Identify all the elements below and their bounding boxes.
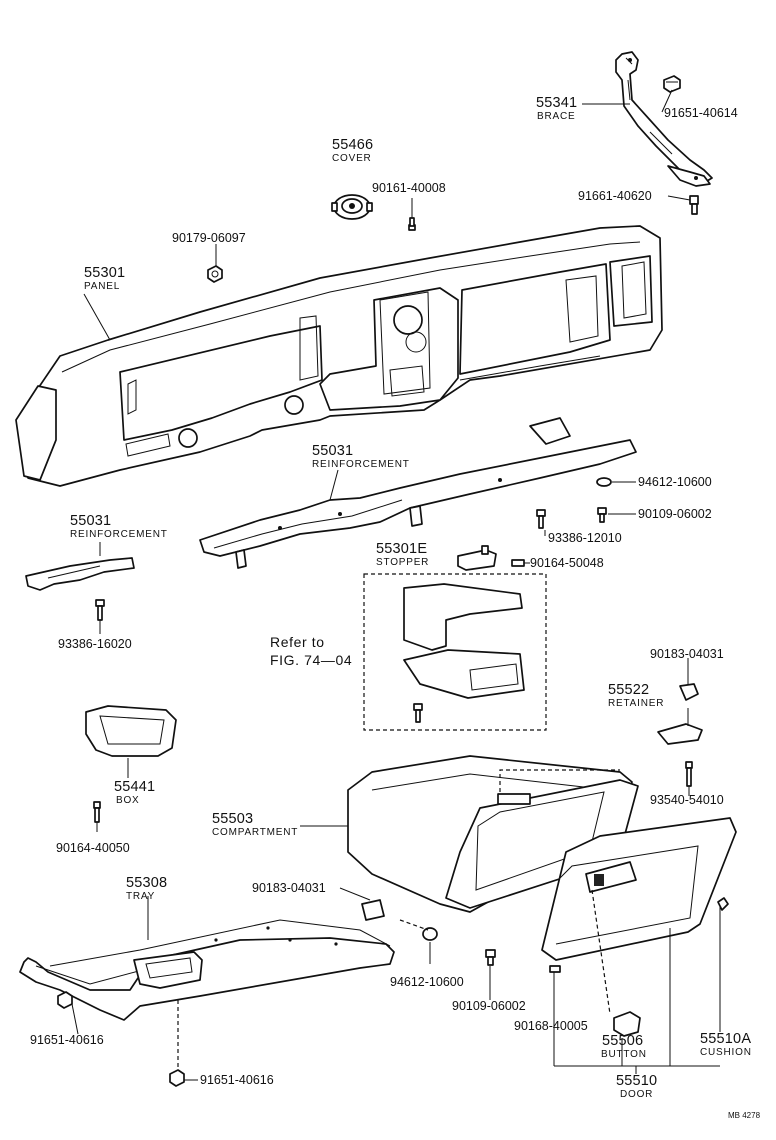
part-90183-04031-b-number: 90183-04031 <box>252 881 326 895</box>
part-55441-name: BOX <box>116 795 140 806</box>
leader-lines <box>71 89 721 1081</box>
part-55466-number: 55466 <box>332 137 374 153</box>
part-90164-40050-number: 90164-40050 <box>56 841 130 855</box>
reinforcement-small-drawing <box>25 557 135 591</box>
bolt-90109-06002-a-drawing <box>597 507 607 523</box>
part-55510-name: DOOR <box>620 1089 654 1100</box>
screw-90161-40008-drawing <box>408 217 416 231</box>
retainer-drawing <box>657 683 703 745</box>
part-90164-50048-number: 90164-50048 <box>530 556 604 570</box>
bolt-93540-54010-drawing <box>685 761 693 787</box>
panel-drawing <box>15 225 663 487</box>
part-55031-small-name: REINFORCEMENT <box>70 529 168 540</box>
part-55510a-name: CUSHION <box>700 1047 752 1058</box>
part-90179-06097-number: 90179-06097 <box>172 231 246 245</box>
part-55510a-number: 55510A <box>700 1031 752 1047</box>
part-55301-name: PANEL <box>84 281 121 292</box>
refer-line-2: FIG. 74—04 <box>270 652 353 668</box>
footer-code: MB 4278 <box>728 1111 761 1120</box>
screw-90168-40005-drawing <box>549 965 561 973</box>
stopper-drawing <box>457 545 497 571</box>
bolt-91651-40614-drawing <box>663 75 681 93</box>
screw-90164-40050-drawing <box>93 801 101 823</box>
refer-line-1: Refer to <box>270 634 325 650</box>
screw-90164-50048-drawing <box>511 559 525 567</box>
part-55341-number: 55341 <box>536 95 578 111</box>
part-55522-number: 55522 <box>608 682 650 698</box>
box-drawing <box>85 705 177 757</box>
bolt-90109-06002-b-drawing <box>485 949 496 966</box>
part-55506-number: 55506 <box>602 1033 644 1049</box>
part-55341-name: BRACE <box>537 111 576 122</box>
part-90183-04031-number: 90183-04031 <box>650 647 724 661</box>
tray-drawing <box>19 919 395 1021</box>
compartment-drawing <box>347 755 639 913</box>
part-93386-16020-number: 93386-16020 <box>58 637 132 651</box>
bolt-91651-40616-b-drawing <box>169 1069 185 1087</box>
part-94612-10600-number: 94612-10600 <box>638 475 712 489</box>
bolt-91651-40616-a-drawing <box>57 991 73 1009</box>
part-91661-40620-number: 91661-40620 <box>578 189 652 203</box>
part-55503-name: COMPARTMENT <box>212 827 299 838</box>
part-55522-name: RETAINER <box>608 698 665 709</box>
bolt-93386-12010-drawing <box>536 509 546 529</box>
part-90109-06002-number: 90109-06002 <box>638 507 712 521</box>
refer-box-drawing <box>363 573 547 731</box>
part-91651-40614-number: 91651-40614 <box>664 106 738 120</box>
button-drawing <box>613 1011 641 1037</box>
part-55301e-number: 55301E <box>376 541 428 557</box>
part-94612-10600-b-number: 94612-10600 <box>390 975 464 989</box>
part-55031-small-number: 55031 <box>70 513 112 529</box>
part-55031-number: 55031 <box>312 443 354 459</box>
brace-drawing <box>615 51 713 187</box>
part-55031-name: REINFORCEMENT <box>312 459 410 470</box>
part-91651-40616-b-number: 91651-40616 <box>200 1073 274 1087</box>
part-93386-12010-number: 93386-12010 <box>548 531 622 545</box>
part-90161-40008-number: 90161-40008 <box>372 181 446 195</box>
bolt-93386-16020-drawing <box>95 599 105 621</box>
part-55308-name: TRAY <box>126 891 156 902</box>
part-91651-40616-a-number: 91651-40616 <box>30 1033 104 1047</box>
nut-94612-10600-a-drawing <box>596 477 612 487</box>
part-55301-number: 55301 <box>84 265 126 281</box>
part-55510-number: 55510 <box>616 1073 658 1089</box>
part-55506-name: BUTTON <box>601 1049 647 1060</box>
nut-90183-04031-b-drawing <box>361 899 385 921</box>
part-93540-54010-number: 93540-54010 <box>650 793 724 807</box>
bolt-91661-40620-drawing <box>689 195 699 215</box>
part-90109-06002-b-number: 90109-06002 <box>452 999 526 1013</box>
cover-drawing <box>331 194 373 220</box>
part-55441-number: 55441 <box>114 779 156 795</box>
part-90168-40005-number: 90168-40005 <box>514 1019 588 1033</box>
nut-90179-06097-drawing <box>207 265 223 283</box>
nut-94612-10600-b-drawing <box>422 927 438 941</box>
part-55301e-name: STOPPER <box>376 557 430 568</box>
reinforcement-long-drawing <box>199 417 637 569</box>
part-55308-number: 55308 <box>126 875 168 891</box>
part-55466-name: COVER <box>332 153 372 164</box>
part-55503-number: 55503 <box>212 811 254 827</box>
door-drawing <box>541 817 737 961</box>
